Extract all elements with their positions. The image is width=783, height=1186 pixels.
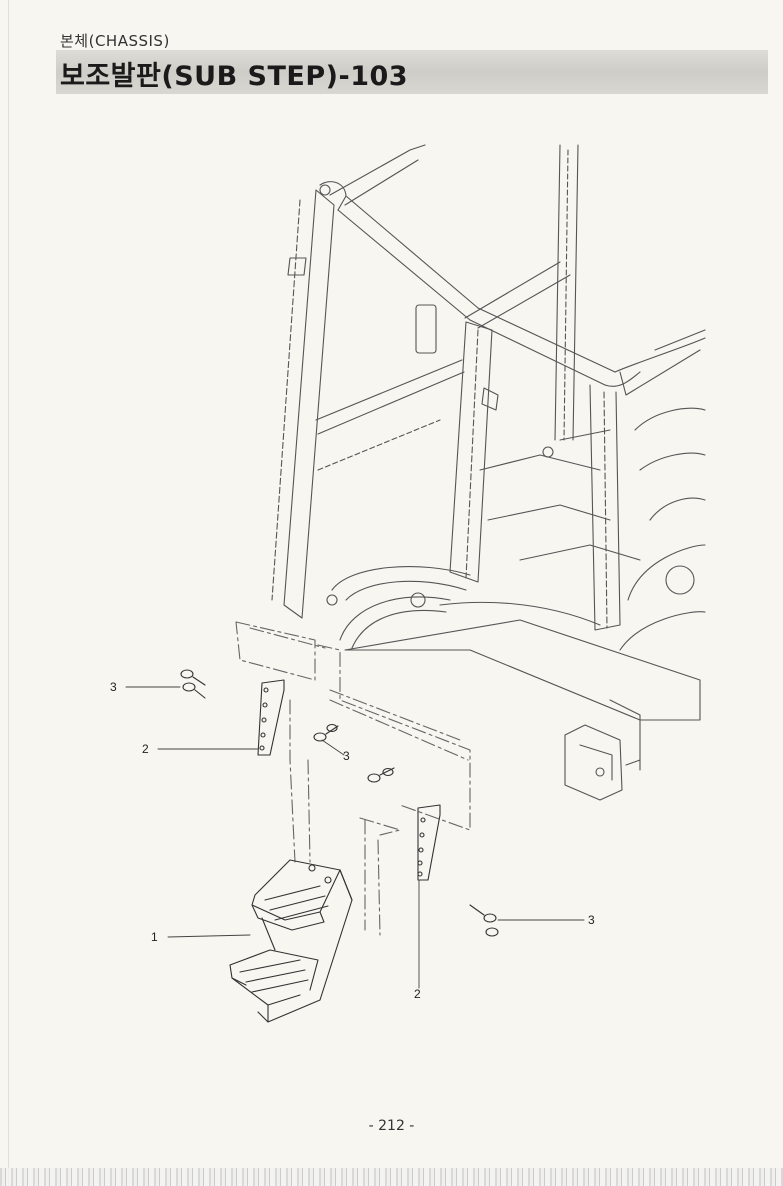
callout-1: 1 bbox=[151, 930, 158, 944]
phantom-outlines bbox=[235, 621, 471, 936]
cabin-right-pillar bbox=[589, 349, 701, 631]
cabin-center-pillar bbox=[415, 304, 499, 583]
cabin-roof-frame bbox=[329, 144, 706, 387]
bolt-mid-1 bbox=[313, 723, 339, 742]
bolt-right bbox=[469, 904, 499, 937]
callout-leaders bbox=[125, 686, 585, 989]
sub-step-assembly bbox=[229, 859, 353, 1023]
callout-2-left: 2 bbox=[142, 742, 149, 756]
page-edge bbox=[8, 0, 9, 1186]
cabin-right-fender bbox=[619, 329, 706, 651]
callout-3-right: 3 bbox=[588, 913, 595, 927]
page-title: 보조발판(SUB STEP)-103 bbox=[60, 61, 409, 92]
cabin-left-pillar bbox=[271, 181, 347, 619]
title-bar: 보조발판(SUB STEP)-103 bbox=[56, 50, 768, 94]
scan-artifact-strip bbox=[0, 1168, 783, 1186]
bracket-left bbox=[257, 679, 285, 756]
bracket-right bbox=[417, 804, 441, 881]
callout-2-bottom: 2 bbox=[414, 987, 421, 1001]
callout-3-middle: 3 bbox=[343, 749, 350, 763]
frame-bracket-lower-right bbox=[564, 699, 641, 801]
bolt-mid-2 bbox=[367, 767, 395, 783]
bolts bbox=[180, 669, 499, 937]
bolt-top-left bbox=[180, 669, 206, 699]
cabin-rear-pillars bbox=[554, 144, 579, 441]
section-label: 본체(CHASSIS) bbox=[60, 32, 170, 50]
cabin-lower-frame bbox=[315, 359, 701, 721]
page-number: - 212 - bbox=[368, 1118, 415, 1134]
callout-3-top-left: 3 bbox=[110, 680, 117, 694]
